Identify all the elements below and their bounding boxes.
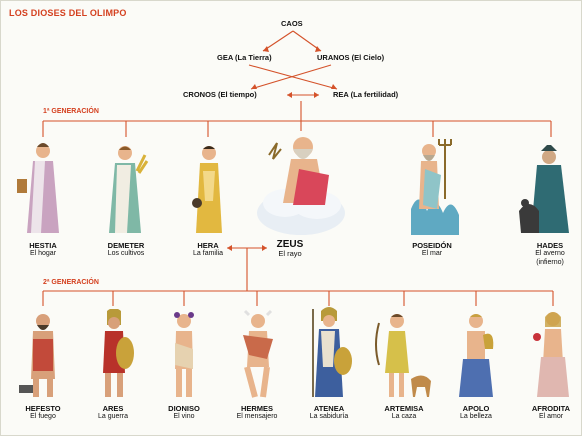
god-name: ARTEMISA <box>384 404 424 413</box>
god-hera: HERA La familia <box>177 241 239 259</box>
ares-figure <box>103 309 134 397</box>
god-hestia: HESTIA El hogar <box>11 241 75 259</box>
god-domain-note: (infierno) <box>536 258 564 266</box>
node-rea: REA (La fertilidad) <box>333 90 399 99</box>
god-domain: La sabiduría <box>309 413 349 420</box>
god-name: HEFESTO <box>25 404 61 413</box>
god-domain: El amor <box>538 413 564 420</box>
god-domain: El hogar <box>29 250 57 257</box>
hestia-figure <box>17 143 59 233</box>
god-name: DEMETER <box>107 241 145 250</box>
god-artemisa: ARTEMISA La caza <box>372 404 436 422</box>
poseidon-figure <box>411 139 459 235</box>
atenea-figure <box>312 307 352 397</box>
god-domain: El mensajero <box>236 413 278 420</box>
god-hermes: HERMES El mensajero <box>223 404 291 422</box>
god-atenea: ATENEA La sabiduría <box>295 404 363 422</box>
god-ares: ARES La guerra <box>83 404 143 422</box>
hermes-figure <box>243 309 273 398</box>
node-uranos: URANOS (El Cielo) <box>317 53 385 62</box>
god-name: ZEUS <box>276 239 304 250</box>
hera-figure <box>192 146 222 233</box>
god-name: AFRODITA <box>531 404 571 413</box>
god-poseidon: POSEIDÓN El mar <box>399 241 465 259</box>
god-dioniso: DIONISO El vino <box>154 404 214 422</box>
zeus-figure <box>257 137 345 235</box>
god-afrodita: AFRODITA El amor <box>521 404 581 422</box>
god-apolo: APOLO La belleza <box>445 404 507 422</box>
god-name: DIONISO <box>168 404 200 413</box>
god-domain: El vino <box>173 413 195 420</box>
arrowhead-cronos <box>251 84 257 89</box>
hefesto-figure <box>19 314 55 397</box>
god-zeus: ZEUS El rayo <box>267 239 313 259</box>
arrowhead-rea <box>331 84 337 89</box>
god-name: POSEIDÓN <box>412 241 452 250</box>
gea-rea-arrow <box>248 64 338 90</box>
god-name: ARES <box>102 404 124 413</box>
god-name: HADES <box>536 241 564 250</box>
apolo-figure <box>459 314 494 397</box>
god-name: HERMES <box>240 404 274 413</box>
node-cronos: CRONOS (El tiempo) <box>183 90 257 99</box>
arrowhead-uranos <box>315 46 321 52</box>
god-domain: El rayo <box>278 249 302 258</box>
god-domain: La belleza <box>460 413 492 420</box>
god-name: APOLO <box>462 404 490 413</box>
node-gea: GEA (La Tierra) <box>217 53 272 62</box>
god-domain: La guerra <box>98 413 128 420</box>
page-title: LOS DIOSES DEL OLIMPO <box>9 8 127 18</box>
god-hades: HADES El averno (infierno) <box>521 241 579 267</box>
caos-uranos-arrow <box>292 30 322 52</box>
node-caos: CAOS <box>281 19 303 28</box>
god-domain: El mar <box>421 250 443 257</box>
hades-figure <box>519 145 569 233</box>
second-generation-label: 2ª GENERACIÓN <box>43 279 99 286</box>
god-domain: La familia <box>193 250 223 257</box>
arrowhead-gea <box>263 46 269 52</box>
god-name: HERA <box>197 241 219 250</box>
god-domain: La caza <box>391 413 417 420</box>
god-name: HESTIA <box>29 241 57 250</box>
god-domain: El fuego <box>30 413 56 420</box>
god-name: ATENEA <box>313 404 345 413</box>
afrodita-figure <box>533 312 569 397</box>
god-demeter: DEMETER Los cultivos <box>94 241 158 259</box>
first-generation-label: 1ª GENERACIÓN <box>43 108 99 115</box>
god-hefesto: HEFESTO El fuego <box>11 404 75 422</box>
god-domain: El averno <box>535 250 565 257</box>
dioniso-figure <box>174 312 194 397</box>
uranos-cronos-arrow <box>250 64 332 90</box>
caos-gea-arrow <box>262 30 294 52</box>
god-domain: Los cultivos <box>107 250 145 257</box>
demeter-figure <box>109 146 149 233</box>
artemisa-figure <box>375 314 431 397</box>
